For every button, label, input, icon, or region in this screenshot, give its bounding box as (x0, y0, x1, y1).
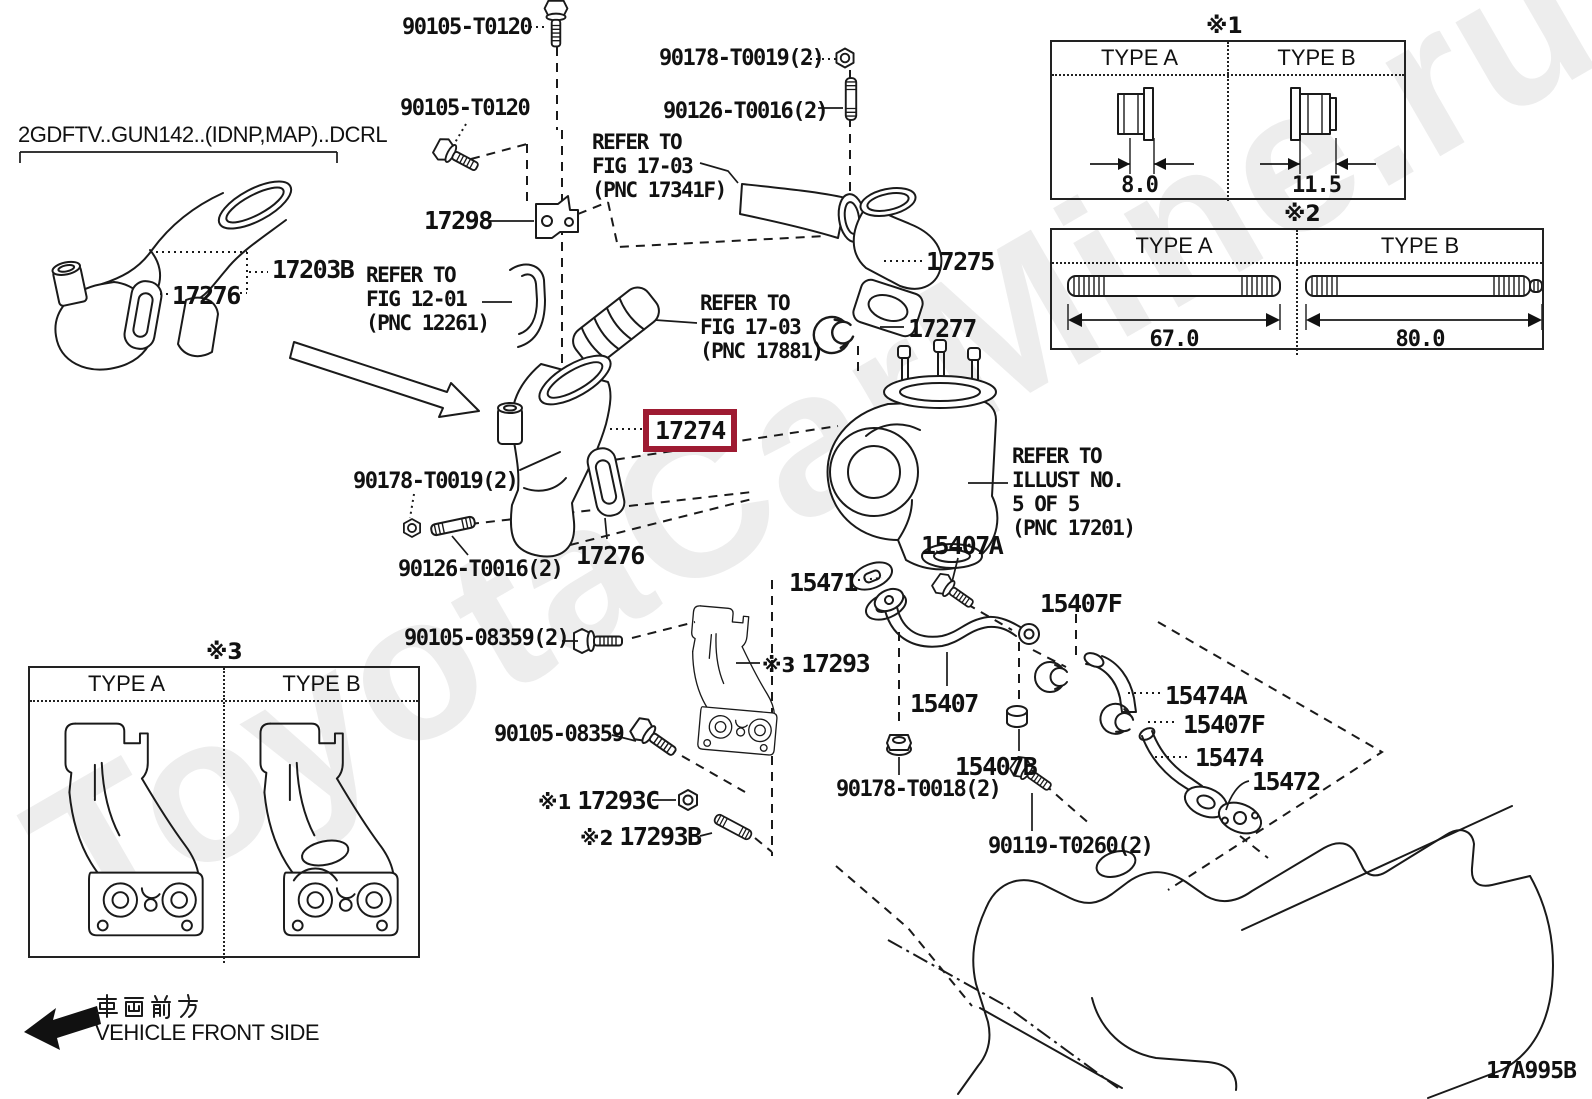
nut-type-b-figure (1260, 87, 1376, 174)
engine-outline (957, 805, 1555, 1099)
table3-header-type-a: TYPE A (87, 671, 166, 696)
diagram-code: 17A995B (1486, 1058, 1577, 1084)
part-17341f-hose-figure (739, 183, 867, 243)
part-15474-pipe-figure (1138, 727, 1263, 835)
nut-type-a-figure (1090, 87, 1194, 174)
bracket-type-a-figure (64, 722, 204, 937)
label-15407b: 15407B (955, 752, 1038, 781)
dim-8-0: 8.0 (1121, 173, 1159, 198)
table2-figure-type-b: 80.0 (1296, 264, 1543, 355)
part-15474a-hose-figure (1083, 652, 1137, 713)
vehicle-front-arrow (24, 1006, 101, 1050)
label-17276-left: 17276 (172, 281, 241, 310)
label-15474: 15474 (1195, 743, 1264, 772)
label-17298: 17298 (424, 206, 493, 235)
note1-mark: ※1 (538, 790, 572, 814)
front-side-label-jp (96, 994, 198, 1019)
variant-note: 2GDFTV..GUN142..(IDNP,MAP)..DCRL (18, 122, 388, 147)
part-15407b-figure (1006, 705, 1028, 728)
label-15407: 15407 (910, 689, 979, 718)
part-17881-hose-figure (572, 286, 660, 366)
label-90126-t0016-top: 90126-T0016(2) (663, 99, 829, 124)
label-15407f-2: 15407F (1183, 710, 1266, 739)
table-note3: TYPE A TYPE B (28, 666, 420, 963)
part-12261-pipe-figure (509, 263, 546, 348)
part-turbo-17201-figure (826, 339, 999, 571)
dim-80-0: 80.0 (1395, 327, 1446, 352)
dim-67-0: 67.0 (1149, 327, 1200, 352)
stud-type-a-figure (1067, 275, 1281, 330)
front-side-label-en: VEHICLE FRONT SIDE (95, 1020, 320, 1045)
note3-mark: ※3 (762, 653, 796, 677)
label-refer-12261: REFER TO FIG 12-01 (PNC 12261) (366, 263, 490, 335)
table2-ref: ※2 (1284, 202, 1321, 227)
pointer-arrow (289, 341, 480, 418)
part-17203b-hose-figure (51, 180, 293, 371)
table1-figure-type-a: 8.0 (1052, 76, 1227, 201)
note2-mark: ※2 (580, 826, 614, 850)
label-90105-t0120-2: 90105-T0120 (400, 96, 531, 121)
table3-header-type-b: TYPE B (223, 668, 418, 700)
label-15474a: 15474A (1165, 681, 1248, 710)
label-17203b: 17203B (272, 255, 355, 284)
part-17298-figure (535, 195, 579, 239)
label-17275: 17275 (926, 247, 995, 276)
label-17276-mid: 17276 (576, 541, 645, 570)
table3-ref: ※3 (206, 640, 243, 665)
part-15407-pipe-figure (873, 587, 1040, 648)
table3-figure-type-b (223, 702, 418, 963)
label-refer-17341f: REFER TO FIG 17-03 (PNC 17341F) (592, 130, 727, 202)
table1-header-type-a: TYPE A (1100, 45, 1179, 70)
label-refer-17881: REFER TO FIG 17-03 (PNC 17881) (700, 291, 824, 363)
table1-figure-type-b: 11.5 (1227, 76, 1404, 201)
table1-ref: ※1 (1206, 14, 1243, 39)
table2-header-type-b: TYPE B (1296, 230, 1542, 262)
hose-nipple (51, 260, 88, 307)
label-90105-08359-2: 90105-08359(2) (404, 626, 570, 651)
label-90119-t0260: 90119-T0260(2) (988, 834, 1154, 859)
label-17277: 17277 (908, 314, 977, 343)
table3-figure-type-a (30, 702, 223, 963)
label-refer-17201: REFER TO ILLUST NO. 5 OF 5 (PNC 17201) (1012, 444, 1136, 540)
label-90178-t0018: 90178-T0018(2) (836, 777, 1002, 802)
table2-figure-type-a: 67.0 (1052, 264, 1296, 355)
bracket-type-b-figure (225, 702, 417, 958)
table2-header-type-a: TYPE A (1135, 233, 1213, 258)
gasket-17276-mid (586, 447, 626, 517)
gasket-15472-figure (1217, 801, 1263, 835)
label-15407f-1: 15407F (1040, 589, 1123, 618)
dim-11-5: 11.5 (1292, 173, 1342, 198)
gasket-17276-left (123, 280, 163, 350)
table-note2: TYPE A TYPE B 67.0 (1050, 228, 1544, 355)
solid-leaders (19, 107, 1250, 837)
label-15472: 15472 (1252, 767, 1321, 796)
label-90126-t0016-mid: 90126-T0016(2) (398, 557, 564, 582)
part-17293-figure (680, 604, 787, 757)
label-90105-t0120-top: 90105-T0120 (402, 15, 533, 40)
table-note1: TYPE A TYPE B 8.0 (1050, 40, 1406, 201)
label-15471: 15471 (789, 568, 858, 597)
label-15407a: 15407A (921, 531, 1004, 560)
label-90178-t0019-mid: 90178-T0019(2) (353, 469, 519, 494)
part-17275-figure (852, 187, 943, 338)
table1-header-type-b: TYPE B (1227, 42, 1404, 74)
label-90178-t0019-top: 90178-T0019(2) (659, 46, 825, 71)
selected-part-17274[interactable]: 17274 (643, 409, 738, 452)
part-17274-figure (497, 354, 626, 558)
label-90105-08359: 90105-08359 (494, 722, 625, 747)
nut-t0018-figure (886, 734, 912, 756)
dotted-leaders (150, 26, 1190, 758)
